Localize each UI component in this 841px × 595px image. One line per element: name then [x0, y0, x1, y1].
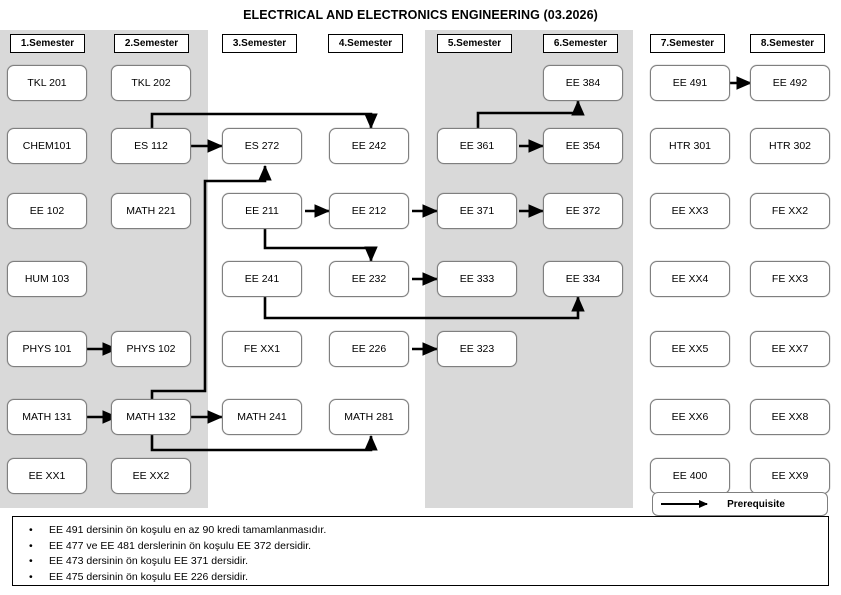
course-box[interactable]: ES 272: [222, 128, 302, 164]
course-box[interactable]: TKL 202: [111, 65, 191, 101]
legend-prerequisite: Prerequisite: [652, 492, 828, 516]
course-box[interactable]: MATH 241: [222, 399, 302, 435]
course-box[interactable]: ES 112: [111, 128, 191, 164]
semester-header-8: 8.Semester: [750, 34, 825, 53]
course-box[interactable]: EE 334: [543, 261, 623, 297]
semester-header-1: 1.Semester: [10, 34, 85, 53]
course-box[interactable]: MATH 281: [329, 399, 409, 435]
bullet-icon: •: [29, 539, 33, 552]
course-box[interactable]: EE 361: [437, 128, 517, 164]
semester-header-4: 4.Semester: [328, 34, 403, 53]
note-text: EE 491 dersinin ön koşulu en az 90 kredi…: [49, 524, 327, 536]
course-box[interactable]: EE 102: [7, 193, 87, 229]
course-box[interactable]: EE 232: [329, 261, 409, 297]
bullet-icon: •: [29, 524, 33, 536]
note-text: EE 477 ve EE 481 derslerinin ön koşulu E…: [49, 539, 312, 552]
course-box[interactable]: EE 212: [329, 193, 409, 229]
note-text: EE 475 dersinin ön koşulu EE 226 dersidi…: [49, 570, 249, 583]
course-box[interactable]: FE XX1: [222, 331, 302, 367]
course-box[interactable]: EE 241: [222, 261, 302, 297]
course-box[interactable]: EE 242: [329, 128, 409, 164]
course-box[interactable]: EE XX1: [7, 458, 87, 494]
course-box[interactable]: EE 400: [650, 458, 730, 494]
bullet-icon: •: [29, 570, 33, 583]
note-item: • EE 475 dersinin ön koşulu EE 226 dersi…: [23, 570, 824, 586]
course-box[interactable]: EE 491: [650, 65, 730, 101]
course-box[interactable]: MATH 131: [7, 399, 87, 435]
course-box[interactable]: FE XX3: [750, 261, 830, 297]
course-box[interactable]: EE 492: [750, 65, 830, 101]
course-box[interactable]: CHEM101: [7, 128, 87, 164]
note-item: • EE 473 dersinin ön koşulu EE 371 dersi…: [23, 554, 824, 570]
course-box[interactable]: FE XX2: [750, 193, 830, 229]
course-box[interactable]: TKL 201: [7, 65, 87, 101]
semester-header-5: 5.Semester: [437, 34, 512, 53]
course-box[interactable]: HTR 302: [750, 128, 830, 164]
semester-header-3: 3.Semester: [222, 34, 297, 53]
course-box[interactable]: EE XX5: [650, 331, 730, 367]
note-text: EE 473 dersinin ön koşulu EE 371 dersidi…: [49, 555, 249, 567]
arrow-icon: [661, 499, 708, 508]
course-box[interactable]: EE 323: [437, 331, 517, 367]
course-box[interactable]: MATH 221: [111, 193, 191, 229]
course-box[interactable]: EE 372: [543, 193, 623, 229]
note-item: • EE 491 dersinin ön koşulu en az 90 kre…: [23, 523, 824, 539]
notes-box: • EE 491 dersinin ön koşulu en az 90 kre…: [12, 516, 829, 586]
semester-header-6: 6.Semester: [543, 34, 618, 53]
semester-header-2: 2.Semester: [114, 34, 189, 53]
semester-header-7: 7.Semester: [650, 34, 725, 53]
course-box[interactable]: PHYS 102: [111, 331, 191, 367]
course-box[interactable]: EE 226: [329, 331, 409, 367]
course-box[interactable]: EE 384: [543, 65, 623, 101]
note-item: • EE 477 ve EE 481 derslerinin ön koşulu…: [23, 539, 824, 555]
course-box[interactable]: EE XX7: [750, 331, 830, 367]
course-box[interactable]: EE 333: [437, 261, 517, 297]
course-box[interactable]: EE 354: [543, 128, 623, 164]
course-box[interactable]: PHYS 101: [7, 331, 87, 367]
course-box[interactable]: EE XX9: [750, 458, 830, 494]
bullet-icon: •: [29, 555, 33, 567]
course-box[interactable]: EE XX3: [650, 193, 730, 229]
course-box[interactable]: EE 371: [437, 193, 517, 229]
legend-label: Prerequisite: [727, 498, 785, 510]
course-box[interactable]: HUM 103: [7, 261, 87, 297]
course-box[interactable]: EE XX8: [750, 399, 830, 435]
course-box[interactable]: HTR 301: [650, 128, 730, 164]
course-box[interactable]: EE XX6: [650, 399, 730, 435]
course-box[interactable]: EE 211: [222, 193, 302, 229]
course-box[interactable]: EE XX2: [111, 458, 191, 494]
course-box[interactable]: EE XX4: [650, 261, 730, 297]
course-box[interactable]: MATH 132: [111, 399, 191, 435]
page-title: ELECTRICAL AND ELECTRONICS ENGINEERING (…: [243, 8, 598, 22]
